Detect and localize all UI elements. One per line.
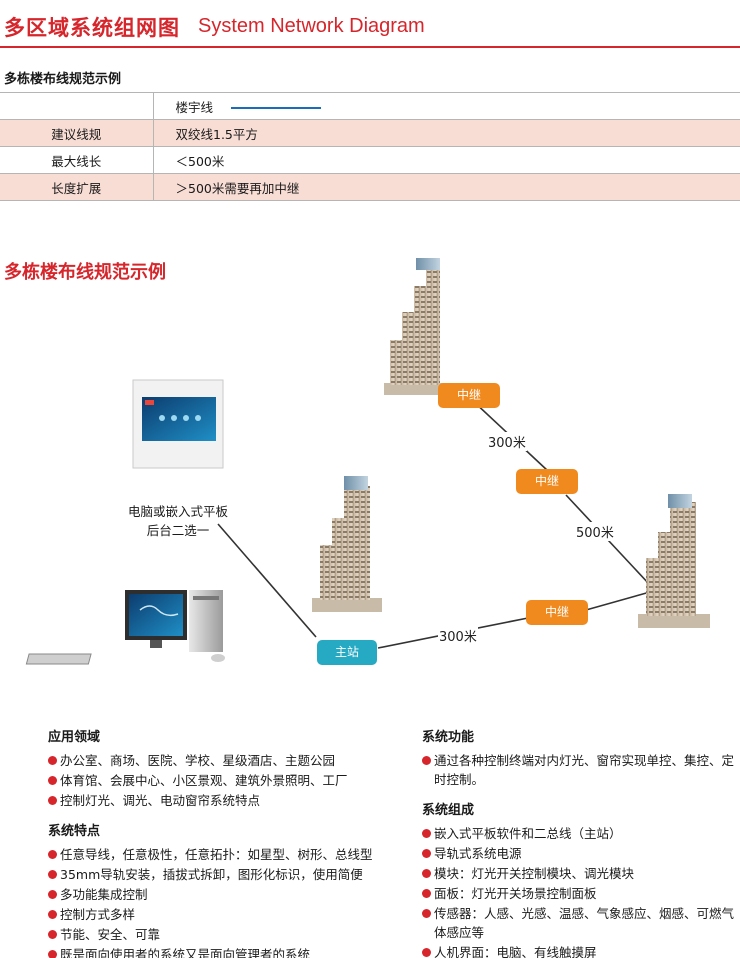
info-section: 系统特点 任意导线，任意极性，任意拓扑：如星型、树形、总线型 35mm导轨安装，… bbox=[48, 822, 388, 958]
table-cell-value: 双绞线1.5平方 bbox=[153, 119, 740, 147]
table-cell-label: 长度扩展 bbox=[0, 173, 154, 201]
left-info-column: 应用领域 办公室、商场、医院、学校、星级酒店、主题公园 体育馆、会展中心、小区景… bbox=[48, 728, 388, 958]
list-item: 模块：灯光开关控制模块、调光模块 bbox=[422, 864, 738, 883]
building-top bbox=[384, 258, 448, 395]
list-item: 导轨式系统电源 bbox=[422, 844, 738, 863]
info-section: 系统功能 通过各种控制终端对内灯光、窗帘实现单控、集控、定时控制。 bbox=[422, 728, 738, 789]
device-label: 电脑或嵌入式平板 后台二选一 bbox=[118, 502, 238, 540]
table-row: 最大线长 ＜500米 bbox=[0, 146, 740, 174]
table-cell-label: 最大线长 bbox=[0, 146, 154, 174]
legend-label: 楼宇线 bbox=[175, 99, 214, 115]
table-cell-value: ＞500米需要再加中继 bbox=[153, 173, 740, 201]
device-label-line2: 后台二选一 bbox=[146, 523, 210, 538]
relay-node: 中继 bbox=[516, 469, 578, 494]
page-title-english: System Network Diagram bbox=[198, 15, 425, 37]
list-item: 嵌入式平板软件和二总线（主站） bbox=[422, 824, 738, 843]
list-item: 面板：灯光开关场景控制面板 bbox=[422, 884, 738, 903]
list-item: 35mm导轨安装，插拔式拆卸，图形化标识，使用简便 bbox=[48, 865, 388, 884]
list-item: 任意导线，任意极性，任意拓扑：如星型、树形、总线型 bbox=[48, 845, 388, 864]
list-item: 既是面向使用者的系统又是面向管理者的系统 bbox=[48, 945, 388, 958]
header-divider bbox=[0, 46, 740, 48]
table-row: 建议线规 双绞线1.5平方 bbox=[0, 119, 740, 147]
table-row: 楼宇线 bbox=[0, 92, 740, 120]
table-cell-value: ＜500米 bbox=[153, 146, 740, 174]
diagram-title: 多栋楼布线规范示例 bbox=[4, 262, 166, 283]
device-label-line1: 电脑或嵌入式平板 bbox=[127, 504, 228, 519]
section-title: 应用领域 bbox=[48, 730, 101, 745]
section-title: 系统组成 bbox=[422, 803, 475, 818]
relay-node: 中继 bbox=[526, 600, 588, 625]
table-cell bbox=[0, 92, 154, 120]
wiring-spec-table: 楼宇线 建议线规 双绞线1.5平方 最大线长 ＜500米 长度扩展 ＞500米需… bbox=[0, 92, 740, 201]
relay-node: 中继 bbox=[438, 383, 500, 408]
building-center bbox=[312, 476, 382, 612]
table-row: 长度扩展 ＞500米需要再加中继 bbox=[0, 173, 740, 201]
list-item: 多功能集成控制 bbox=[48, 885, 388, 904]
section-title: 系统功能 bbox=[422, 730, 475, 745]
list-item: 办公室、商场、医院、学校、星级酒店、主题公园 bbox=[48, 751, 388, 770]
building-right bbox=[638, 494, 710, 628]
distance-label: 500米 bbox=[575, 522, 615, 541]
network-diagram: 电脑或嵌入式平板 后台二选一 中继 中继 中继 主站 300米 500米 300… bbox=[0, 240, 740, 710]
list-item: 体育馆、会展中心、小区景观、建筑外景照明、工厂 bbox=[48, 771, 388, 790]
list-item: 人机界面：电脑、有线触摸屏 bbox=[422, 943, 738, 958]
list-item: 控制灯光、调光、电动窗帘系统特点 bbox=[48, 791, 388, 810]
page-header: 多区域系统组网图 System Network Diagram bbox=[0, 0, 740, 50]
page-title: 多区域系统组网图 bbox=[4, 16, 180, 40]
right-info-column: 系统功能 通过各种控制终端对内灯光、窗帘实现单控、集控、定时控制。 系统组成 嵌… bbox=[422, 728, 738, 958]
building-line bbox=[585, 591, 651, 611]
info-section: 系统组成 嵌入式平板软件和二总线（主站） 导轨式系统电源 模块：灯光开关控制模块… bbox=[422, 801, 738, 958]
info-section: 应用领域 办公室、商场、医院、学校、星级酒店、主题公园 体育馆、会展中心、小区景… bbox=[48, 728, 388, 810]
section-title: 系统特点 bbox=[48, 824, 101, 839]
embedded-tablet bbox=[132, 379, 224, 469]
building-line-legend-swatch bbox=[231, 107, 322, 109]
list-item: 传感器：人感、光感、温感、气象感应、烟感、可燃气体感应等 bbox=[422, 904, 738, 942]
main-station-node: 主站 bbox=[317, 640, 377, 665]
list-item: 控制方式多样 bbox=[48, 905, 388, 924]
list-item: 通过各种控制终端对内灯光、窗帘实现单控、集控、定时控制。 bbox=[422, 751, 738, 789]
desktop-computer bbox=[25, 590, 225, 665]
table-cell-label: 建议线规 bbox=[0, 119, 154, 147]
distance-label: 300米 bbox=[487, 432, 527, 451]
diagram-canvas bbox=[25, 258, 710, 665]
device-link-line bbox=[217, 523, 317, 638]
distance-label: 300米 bbox=[438, 626, 478, 645]
table-cell: 楼宇线 bbox=[153, 92, 740, 120]
list-item: 节能、安全、可靠 bbox=[48, 925, 388, 944]
spec-table-title: 多栋楼布线规范示例 bbox=[4, 72, 122, 87]
